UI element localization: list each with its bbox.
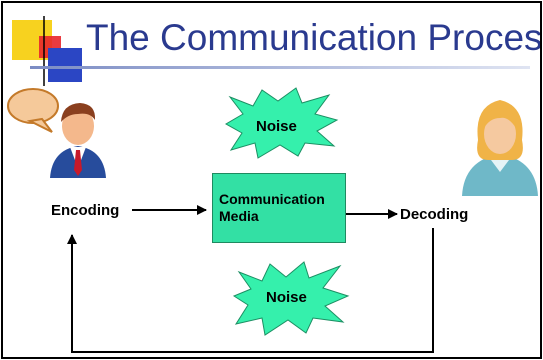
feedback-loop-arrow [67, 228, 434, 353]
slide-title: The Communication Process [86, 17, 543, 58]
title-underline [30, 66, 530, 69]
noise-starburst-top [224, 87, 339, 159]
decoding-label: Decoding [400, 206, 469, 223]
noise-starburst-bottom [232, 261, 350, 336]
communication-media-label: Communication Media [219, 191, 325, 224]
noise-label-top: Noise [256, 118, 297, 135]
encoding-label: Encoding [51, 202, 120, 219]
noise-label-bottom: Noise [266, 289, 307, 306]
communication-media-box: Communication Media [212, 173, 346, 243]
